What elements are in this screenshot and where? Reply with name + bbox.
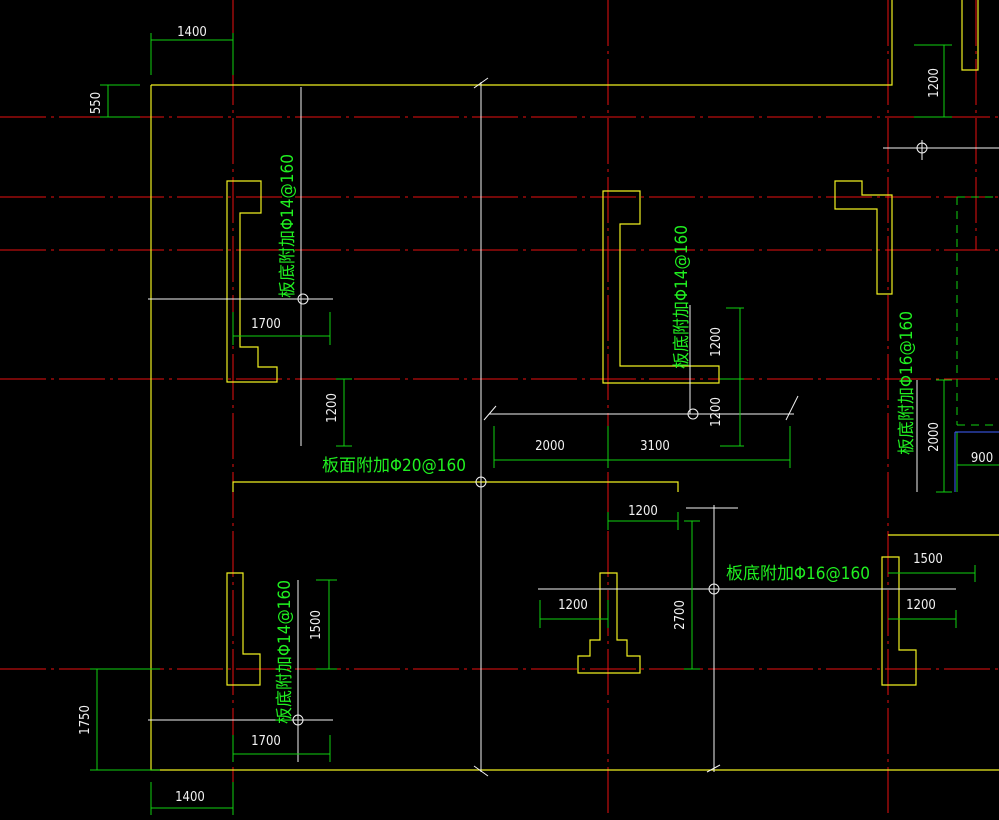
dim-line-lower-center-left <box>539 600 609 628</box>
dim-text-top-right-vertical: 1200 <box>927 68 942 98</box>
rebar-node-lower-right <box>708 583 720 595</box>
auxiliary-lines <box>954 196 999 492</box>
dim-text-lower-right-lower: 1200 <box>906 598 936 613</box>
dim-text-mid-bottom-width: 1200 <box>628 504 658 519</box>
dim-line-bottom-left-height <box>90 668 160 771</box>
wall-center <box>602 190 720 384</box>
dim-line-center-vertical <box>720 307 744 447</box>
dim-text-center-horizontal-left: 2000 <box>535 439 565 454</box>
dim-text-right-vertical: 2000 <box>927 422 942 452</box>
rebar-center-tick-left <box>483 405 497 421</box>
rebar-node-top-right <box>916 142 928 154</box>
dim-line-top-left-height <box>100 84 140 118</box>
dim-line-upper-left-rebar <box>232 312 331 345</box>
dim-line-lower-left-rebar <box>232 735 331 762</box>
dim-text-lower-center-left: 1200 <box>558 598 588 613</box>
dim-line-right-width <box>956 432 999 492</box>
dim-line-right-vertical <box>936 379 952 493</box>
rebar-node-upper-left <box>297 293 309 305</box>
top-surface-rebar-line <box>232 481 679 492</box>
dim-line-bottom-left-width <box>150 782 234 815</box>
dim-text-bottom-left-height: 1750 <box>78 705 93 735</box>
dim-line-mid-bottom-width <box>607 512 679 530</box>
dim-line-center-horizontal <box>493 426 791 468</box>
wall-lower-left <box>226 572 261 686</box>
dim-line-upper-left-vertical <box>336 378 352 447</box>
dim-text-top-left-width: 1400 <box>177 25 207 40</box>
annotation-bottom-d14-upper-left: 板底附加Φ14@160 <box>278 154 298 298</box>
annotation-bottom-d16-right: 板底附加Φ16@160 <box>897 311 917 455</box>
dashed-outline-right <box>956 196 999 426</box>
dim-line-lower-right-upper <box>888 565 976 582</box>
dimension-lines <box>90 33 999 815</box>
dim-text-lower-center-vertical: 2700 <box>673 600 688 630</box>
dim-line-lower-left-vertical <box>316 579 337 670</box>
annotation-bottom-d14-lower-left: 板底附加Φ14@160 <box>275 580 295 724</box>
dim-text-upper-left-vertical: 1200 <box>325 393 340 423</box>
annotation-bottom-d16-lower: 板底附加Φ16@160 <box>726 564 870 584</box>
dim-text-center-horizontal-right: 3100 <box>640 439 670 454</box>
rebar-center-tick-right <box>785 395 799 421</box>
wall-lower-center <box>577 572 641 674</box>
dim-text-lower-left-rebar: 1700 <box>251 734 281 749</box>
rebar-lines <box>148 77 999 777</box>
dim-line-top-left-width <box>150 33 234 75</box>
rebar-node-center <box>687 408 699 420</box>
dim-line-lower-center-vertical <box>684 520 700 670</box>
dim-text-bottom-left-width: 1400 <box>175 790 205 805</box>
dim-text-upper-left-rebar: 1700 <box>251 317 281 332</box>
dim-text-top-left-height: 550 <box>89 92 104 114</box>
annotation-bottom-d14-center: 板底附加Φ14@160 <box>672 225 692 369</box>
wall-upper-left <box>226 180 278 383</box>
dim-line-top-right-vertical <box>914 44 952 118</box>
rebar-annotations: 板面附加Φ20@160 板底附加Φ14@160 板底附加Φ14@160 板底附加… <box>275 154 917 724</box>
rebar-node-main <box>475 476 487 488</box>
dim-line-lower-right-lower <box>888 610 957 628</box>
dim-text-center-vertical-lower: 1200 <box>709 397 724 427</box>
rebar-main-tick-top <box>473 77 489 89</box>
dim-text-right-width: 900 <box>971 451 993 466</box>
rebar-node-lower-left <box>292 714 304 726</box>
rebar-main-tick-bottom <box>473 765 489 777</box>
dim-text-lower-right-upper: 1500 <box>913 552 943 567</box>
rebar-lower-tick-right <box>706 764 721 773</box>
dim-text-center-vertical-upper: 1200 <box>709 327 724 357</box>
wall-lower-right <box>881 556 917 686</box>
annotation-top-surface-d20: 板面附加Φ20@160 <box>322 456 466 476</box>
dim-text-lower-left-vertical: 1500 <box>309 610 324 640</box>
dimension-texts: 1400 550 1700 1200 1200 1200 1200 2000 3… <box>78 25 993 805</box>
wall-right-upper <box>834 180 893 295</box>
wall-top-right-notch <box>961 0 979 71</box>
